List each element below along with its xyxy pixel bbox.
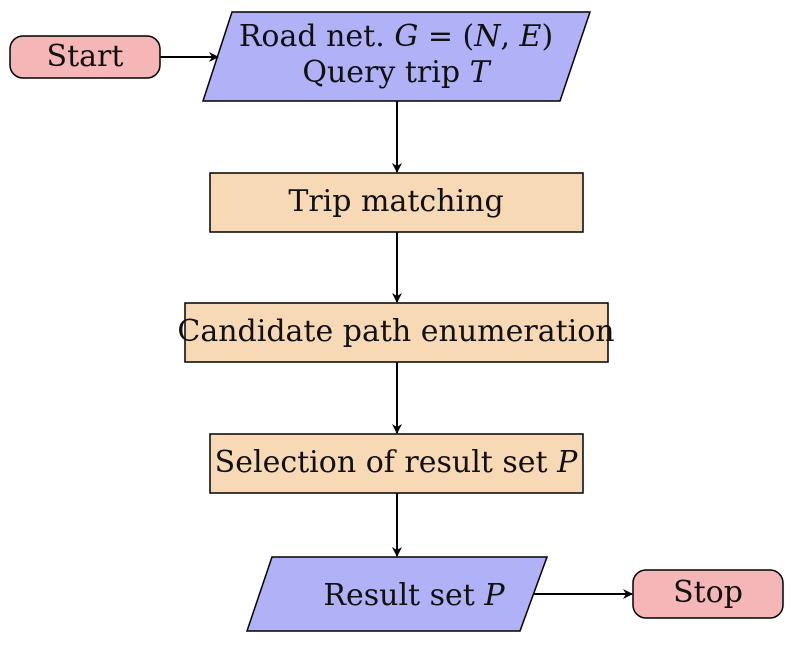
enumeration-node: Candidate path enumeration xyxy=(177,302,615,363)
selection-shape xyxy=(209,433,584,494)
output-shape xyxy=(245,556,549,632)
output-label: Result set P xyxy=(323,578,505,613)
input-line-2: Query trip T xyxy=(302,55,491,90)
trip-matching-shape xyxy=(209,172,584,233)
output-node: Result set P xyxy=(245,556,549,632)
enumeration-shape xyxy=(184,302,609,363)
input-node: Road net. G = (N, E) Query trip T xyxy=(201,11,592,102)
trip-matching-node: Trip matching xyxy=(209,172,584,233)
start-label: Start xyxy=(47,39,124,74)
stop-node: Stop xyxy=(632,569,784,619)
enumeration-label: Candidate path enumeration xyxy=(177,314,614,349)
input-line-1: Road net. G = (N, E) xyxy=(239,19,553,54)
input-shape xyxy=(201,11,592,102)
start-node: Start xyxy=(9,35,161,79)
selection-node: Selection of result set P xyxy=(209,433,584,494)
trip-matching-label: Trip matching xyxy=(288,184,503,219)
stop-label: Stop xyxy=(673,575,743,610)
stop-shape xyxy=(632,569,784,619)
selection-label: Selection of result set P xyxy=(215,445,578,480)
